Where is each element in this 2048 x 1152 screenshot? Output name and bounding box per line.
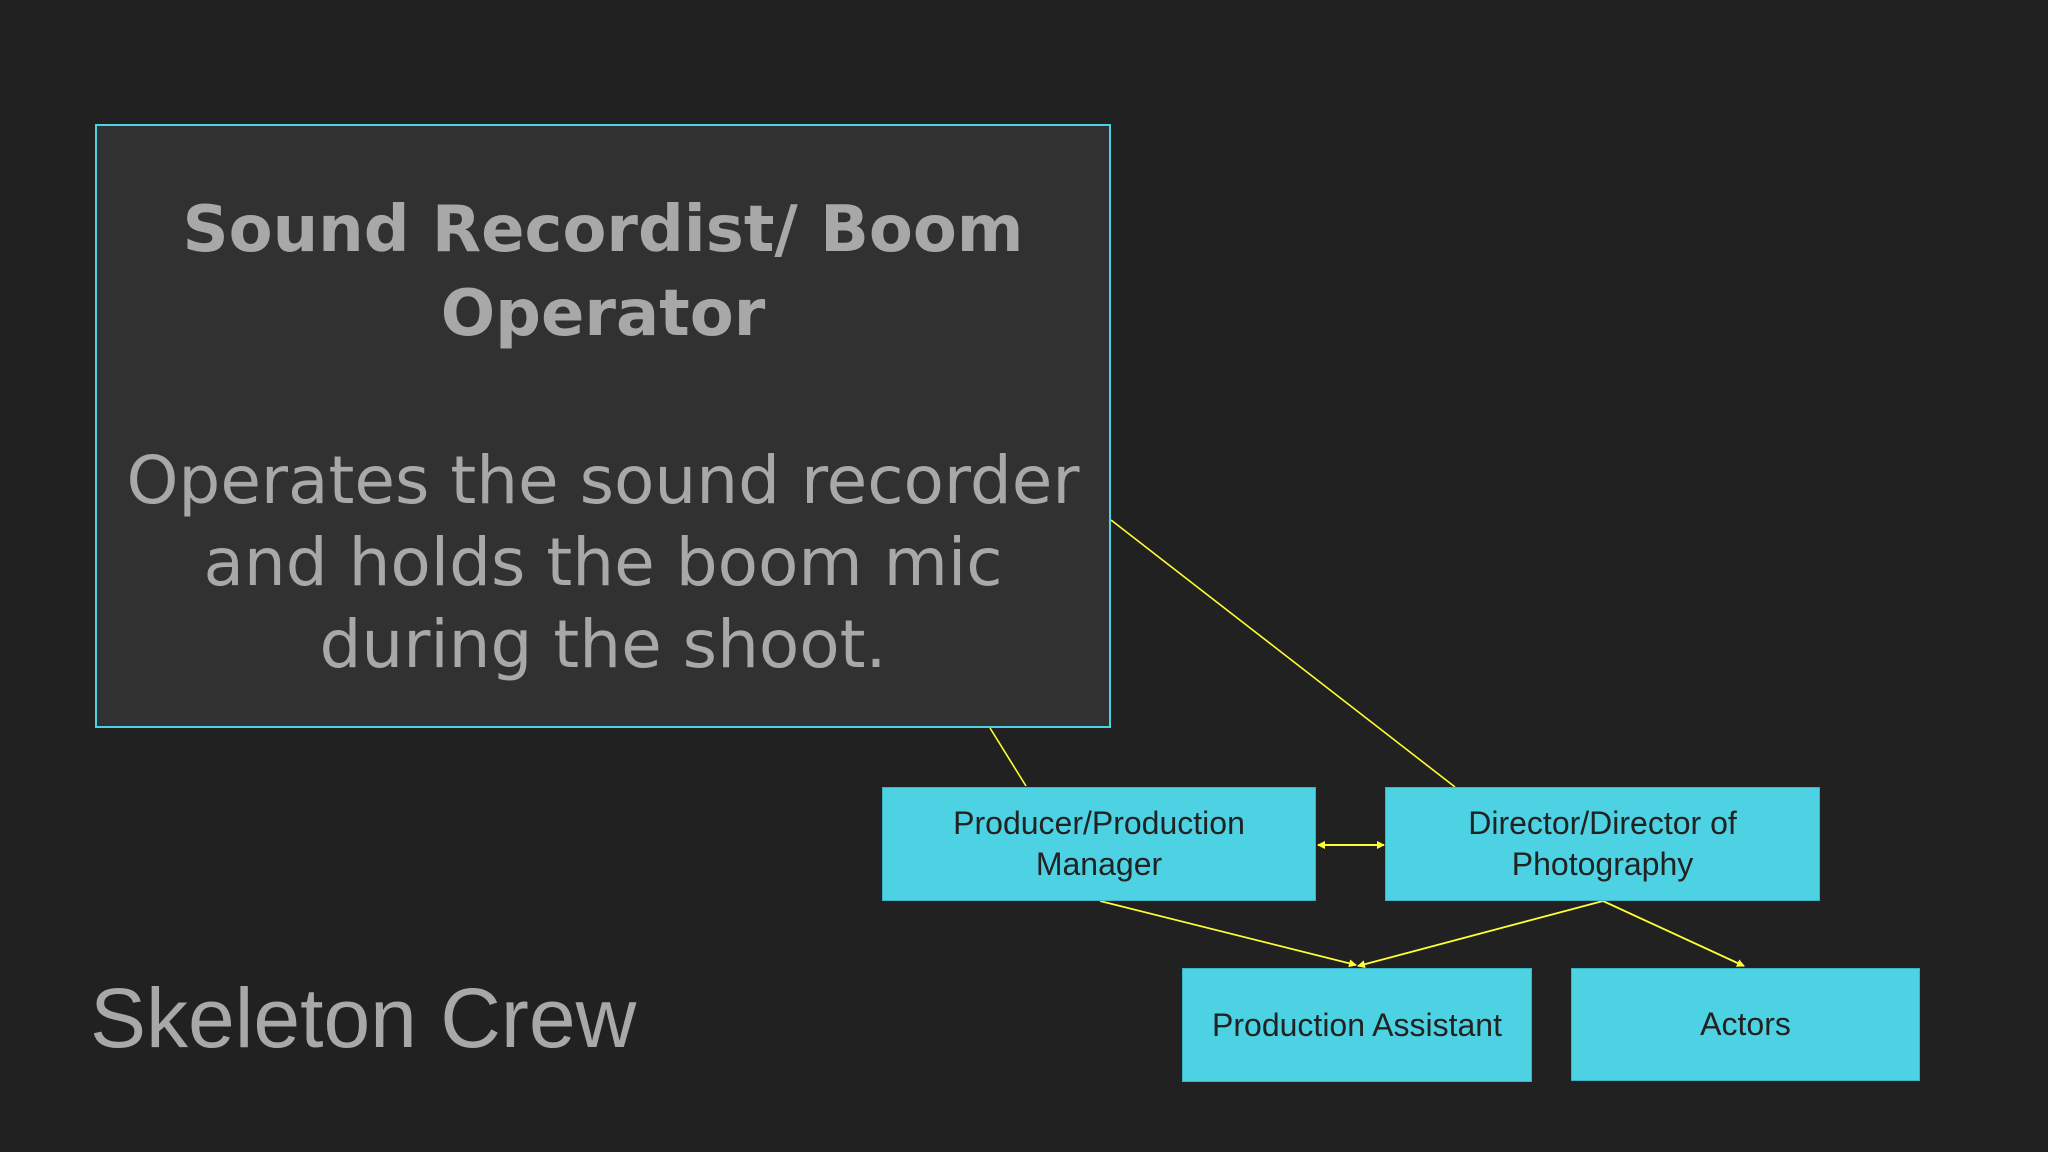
node-actors[interactable]: Actors (1571, 968, 1920, 1081)
callout-pointer-to-director (1110, 519, 1456, 788)
slide-title: Skeleton Crew (90, 971, 637, 1065)
callout-body: Operates the sound recorder and holds th… (126, 442, 1080, 683)
callout-pointer-to-producer (989, 727, 1027, 787)
node-production-assistant[interactable]: Production Assistant (1182, 968, 1532, 1082)
node-producer[interactable]: Producer/Production Manager (882, 787, 1316, 901)
role-callout: Sound Recordist/ Boom Operator Operates … (95, 124, 1111, 728)
node-director[interactable]: Director/Director of Photography (1385, 787, 1820, 901)
callout-title: Sound Recordist/ Boom Operator (182, 193, 1024, 351)
director-to-assistant-arrow (1357, 900, 1604, 969)
director-to-actors-arrow (1602, 900, 1745, 967)
producer-to-assistant-arrow (1099, 900, 1357, 968)
